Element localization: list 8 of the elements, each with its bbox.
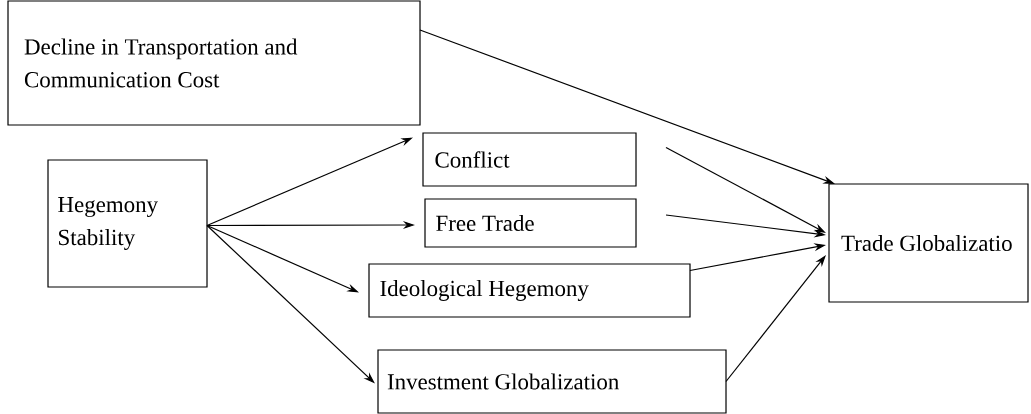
text-box: Hegemony Stability bbox=[47, 159, 208, 288]
text-box: Investment Globalization bbox=[377, 349, 727, 414]
text-box: Trade Globalizatio bbox=[828, 183, 1029, 303]
text-box: Free Trade bbox=[424, 198, 637, 248]
text-box: Decline in Transportation and Communication Cost bbox=[7, 0, 421, 126]
text-box: Ideological Hegemony bbox=[368, 263, 691, 318]
arrow bbox=[725, 255, 826, 383]
text-box: Conflict bbox=[422, 132, 637, 187]
